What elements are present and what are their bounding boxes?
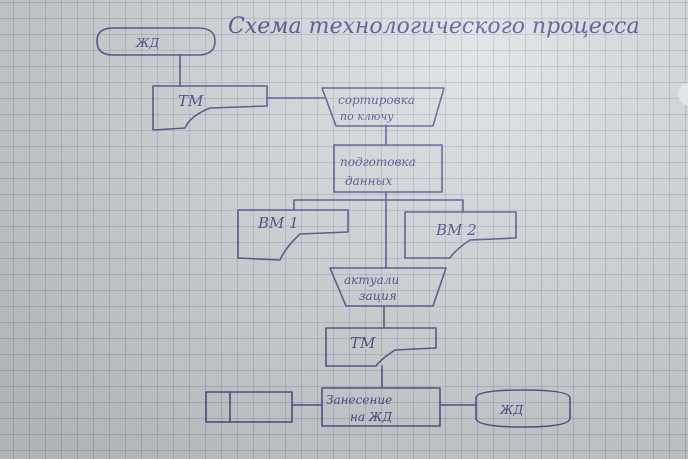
connectors bbox=[179, 54, 477, 406]
node-end-label: ЖД bbox=[499, 403, 523, 417]
node-start-terminator: ЖД bbox=[96, 27, 216, 56]
node-sort: сортировка по ключу bbox=[321, 87, 445, 127]
node-tm-top: ТМ bbox=[152, 85, 268, 131]
connector-prep-vm-branch bbox=[293, 199, 464, 213]
node-tm-bottom: ТМ bbox=[325, 327, 437, 367]
node-sort-line1: сортировка bbox=[338, 93, 415, 107]
node-record-line1: Занесение bbox=[326, 393, 392, 407]
node-tm-top-label: ТМ bbox=[178, 92, 204, 110]
trapezoid-shape bbox=[321, 87, 445, 127]
terminator-shape bbox=[96, 27, 216, 56]
node-tm-bottom-label: ТМ bbox=[350, 334, 376, 352]
disk-shape bbox=[475, 389, 571, 428]
node-prepare-line2: данных bbox=[345, 174, 392, 188]
node-vm1-label: ВМ 1 bbox=[257, 214, 299, 232]
node-record: Занесение на ЖД bbox=[321, 387, 441, 427]
node-storage bbox=[205, 391, 293, 423]
tape-shape bbox=[152, 85, 268, 131]
storage-shape bbox=[205, 391, 293, 423]
node-update: актуали зация bbox=[329, 267, 447, 307]
tape-shape bbox=[325, 327, 437, 367]
node-vm2-label: ВМ 2 bbox=[435, 221, 477, 239]
trapezoid-shape bbox=[329, 267, 447, 307]
node-prepare: подготовка данных bbox=[333, 144, 443, 193]
node-vm1: ВМ 1 bbox=[237, 209, 349, 261]
tape-shape bbox=[404, 211, 517, 259]
process-shape bbox=[333, 144, 443, 193]
node-vm2: ВМ 2 bbox=[404, 211, 517, 259]
node-update-line2: зация bbox=[359, 289, 397, 303]
node-prepare-line1: подготовка bbox=[340, 155, 416, 169]
node-update-line1: актуали bbox=[344, 273, 399, 287]
node-end-disk: ЖД bbox=[475, 389, 571, 428]
process-shape bbox=[321, 387, 441, 427]
diagram-title: Схема технологического процесса bbox=[228, 14, 640, 39]
node-start-label: ЖД bbox=[135, 36, 159, 50]
node-record-line2: на ЖД bbox=[350, 410, 392, 424]
node-sort-line2: по ключу bbox=[340, 110, 394, 123]
binder-hole bbox=[678, 83, 688, 105]
tape-shape bbox=[237, 209, 349, 261]
